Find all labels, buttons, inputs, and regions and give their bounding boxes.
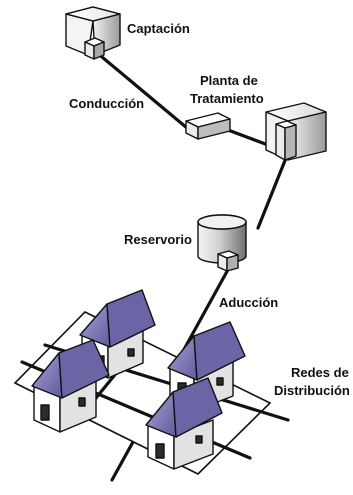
house-4 — [145, 377, 223, 470]
label-captacion: Captación — [127, 21, 190, 36]
reservoir — [197, 214, 247, 272]
adduction-pipe-1 — [256, 156, 288, 230]
conduction-pipe-2 — [226, 128, 270, 147]
label-aduccion: Aducción — [219, 295, 278, 310]
conduction-pipe — [94, 50, 189, 130]
captacion-structure — [65, 6, 121, 60]
label-redes-line1: Redes de — [291, 365, 349, 380]
label-planta-line2: Tratamiento — [190, 91, 264, 106]
house-3 — [31, 339, 110, 433]
treatment-plant — [265, 102, 327, 161]
label-redes-line2: Distribución — [274, 383, 350, 398]
conduction-box — [185, 112, 231, 140]
label-reservorio: Reservorio — [124, 232, 192, 247]
label-conduccion: Conducción — [69, 96, 144, 111]
label-planta-line1: Planta de — [200, 73, 258, 88]
